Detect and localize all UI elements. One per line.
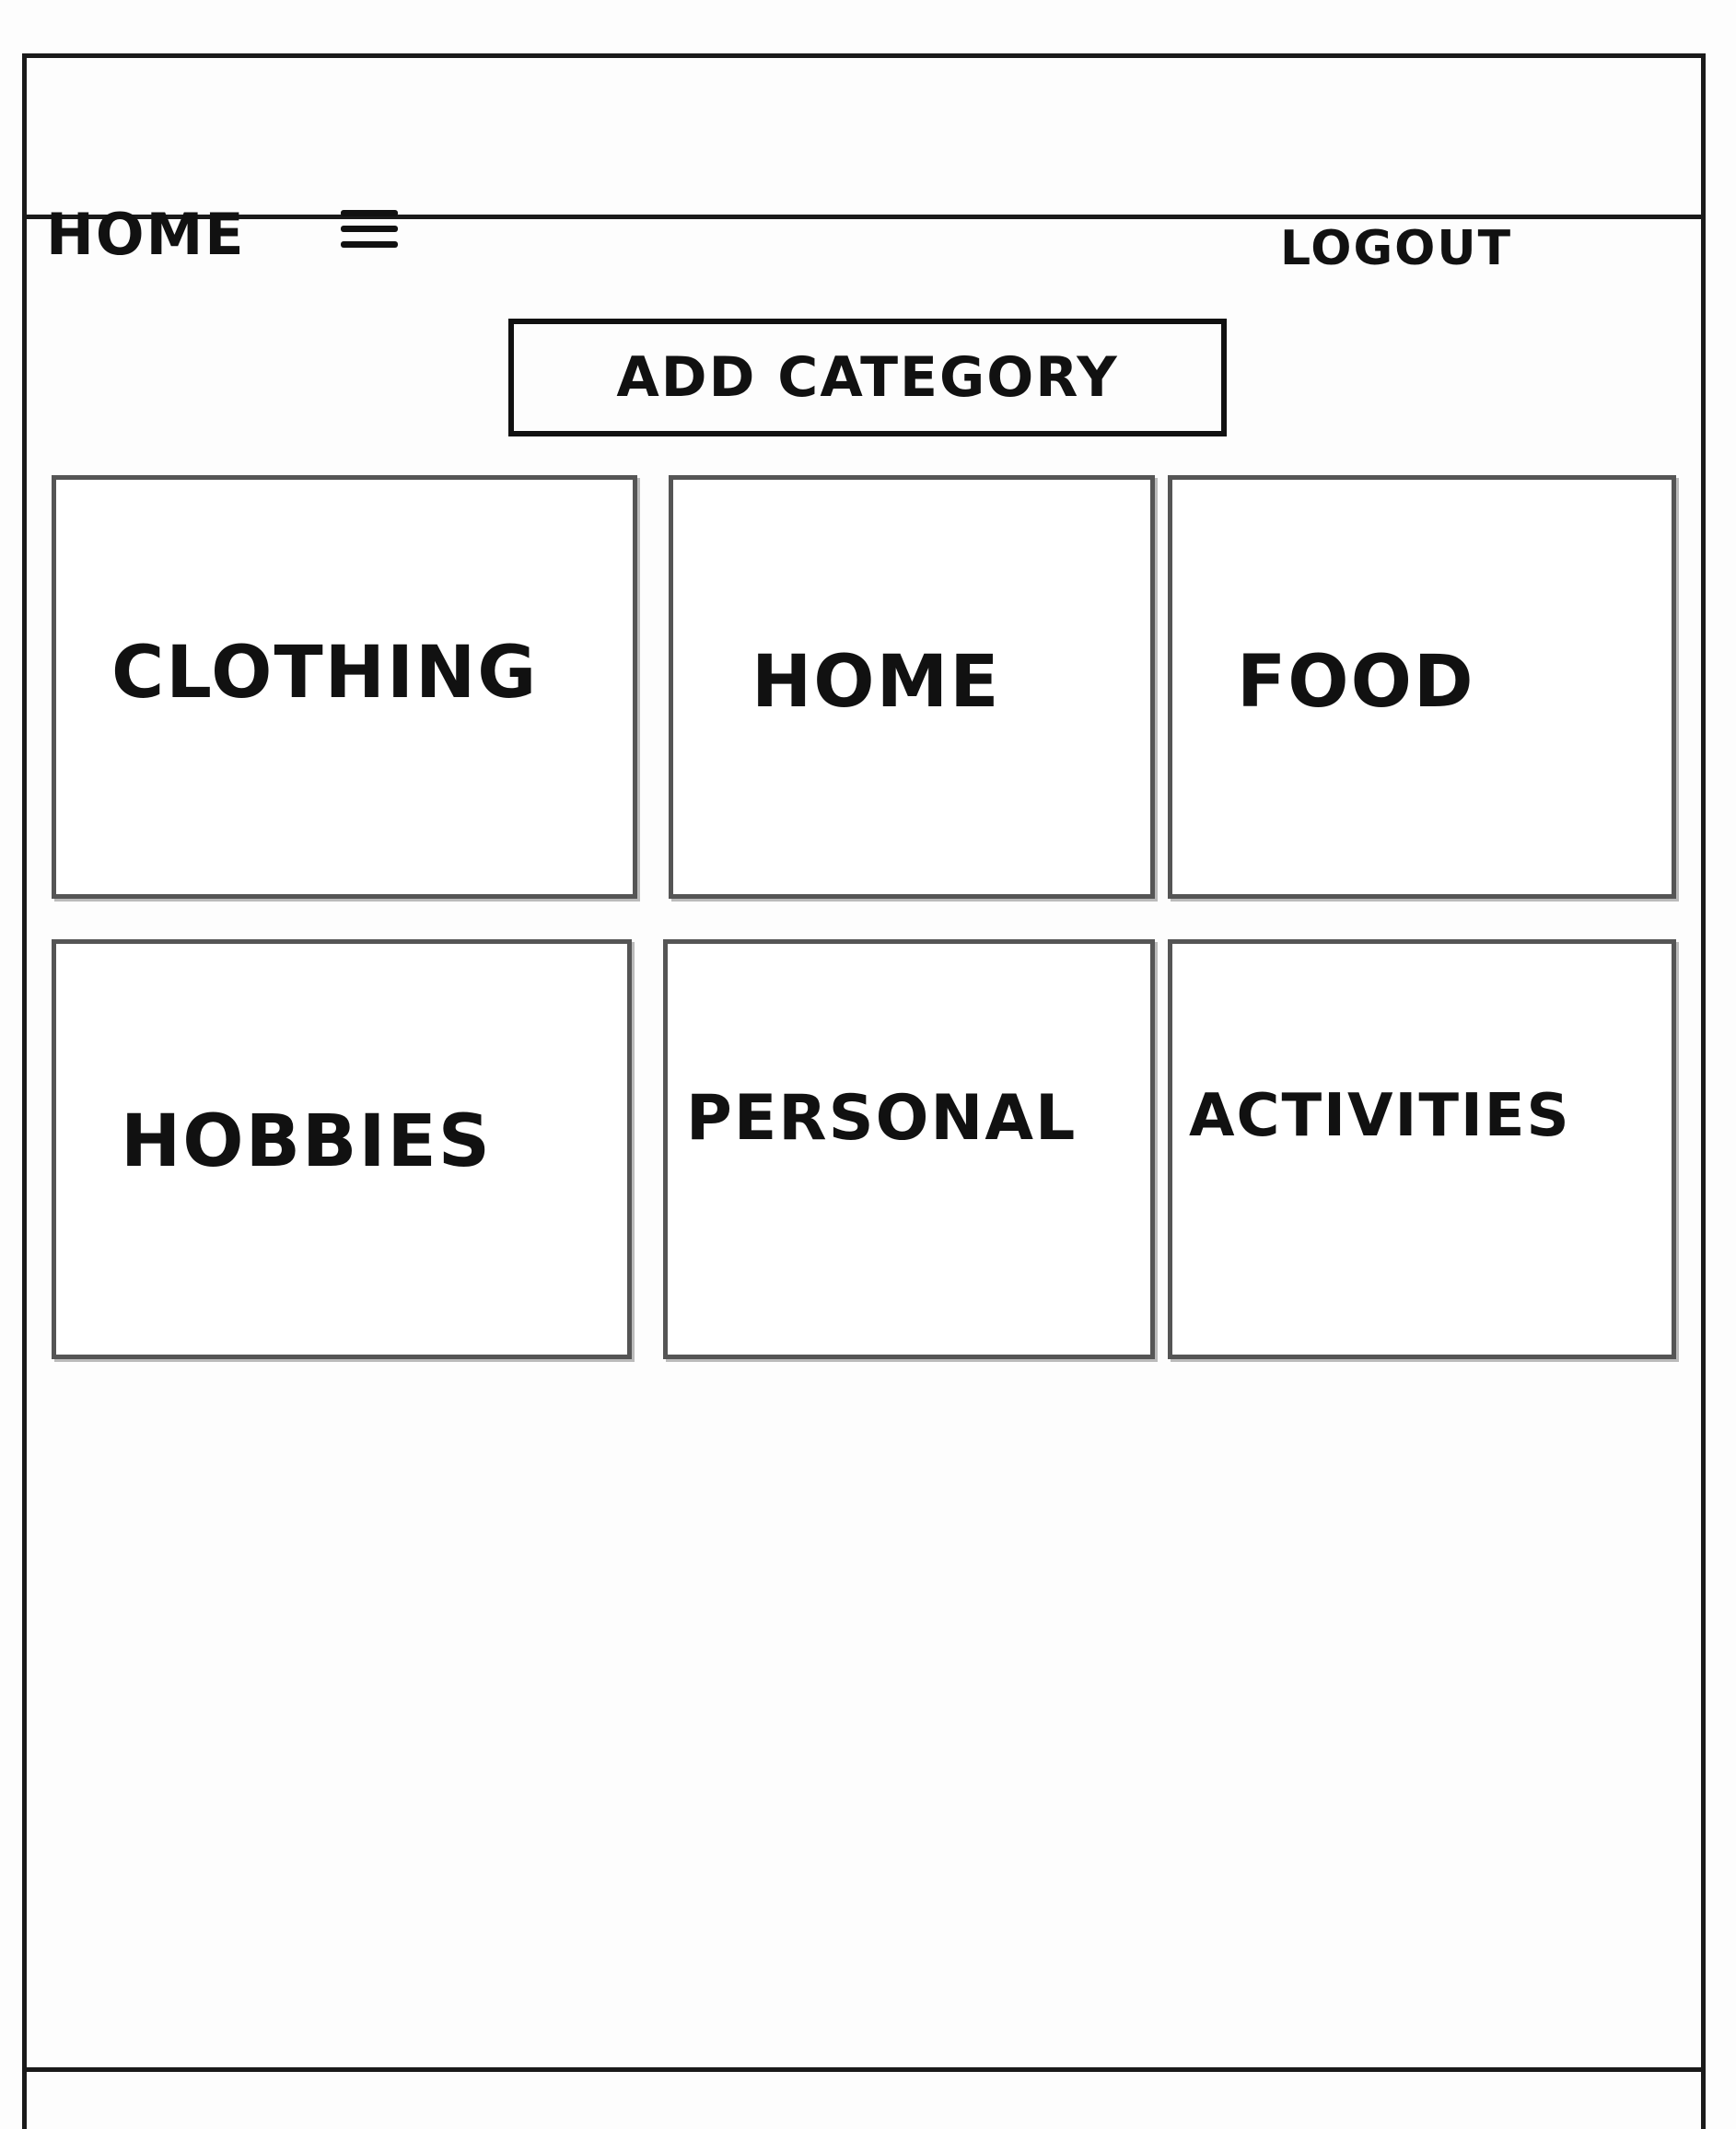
hamburger-menu-icon[interactable] bbox=[341, 210, 398, 256]
logout-link[interactable]: LOGOUT bbox=[1280, 221, 1513, 276]
category-label: FOOD bbox=[1237, 641, 1475, 724]
phone-frame bbox=[22, 53, 1706, 2129]
category-label: ACTIVITIES bbox=[1189, 1082, 1571, 1150]
status-bar bbox=[27, 58, 1701, 219]
category-tile-food[interactable]: FOOD bbox=[1168, 475, 1676, 899]
category-tile-clothing[interactable]: CLOTHING bbox=[52, 475, 637, 899]
category-tile-home[interactable]: HOME bbox=[669, 475, 1155, 899]
category-tile-activities[interactable]: ACTIVITIES bbox=[1168, 939, 1676, 1359]
nav-home-link[interactable]: HOME bbox=[46, 201, 246, 268]
bottom-divider bbox=[27, 2067, 1701, 2072]
category-label: HOBBIES bbox=[121, 1100, 492, 1183]
category-label: CLOTHING bbox=[111, 632, 539, 715]
category-tile-hobbies[interactable]: HOBBIES bbox=[52, 939, 632, 1359]
category-grid: CLOTHING HOME FOOD HOBBIES PERSONAL ACTI… bbox=[52, 475, 1676, 1359]
category-label: HOME bbox=[751, 641, 1001, 724]
category-label: PERSONAL bbox=[686, 1082, 1078, 1155]
category-tile-personal[interactable]: PERSONAL bbox=[663, 939, 1155, 1359]
add-category-button[interactable]: ADD CATEGORY bbox=[508, 319, 1227, 436]
